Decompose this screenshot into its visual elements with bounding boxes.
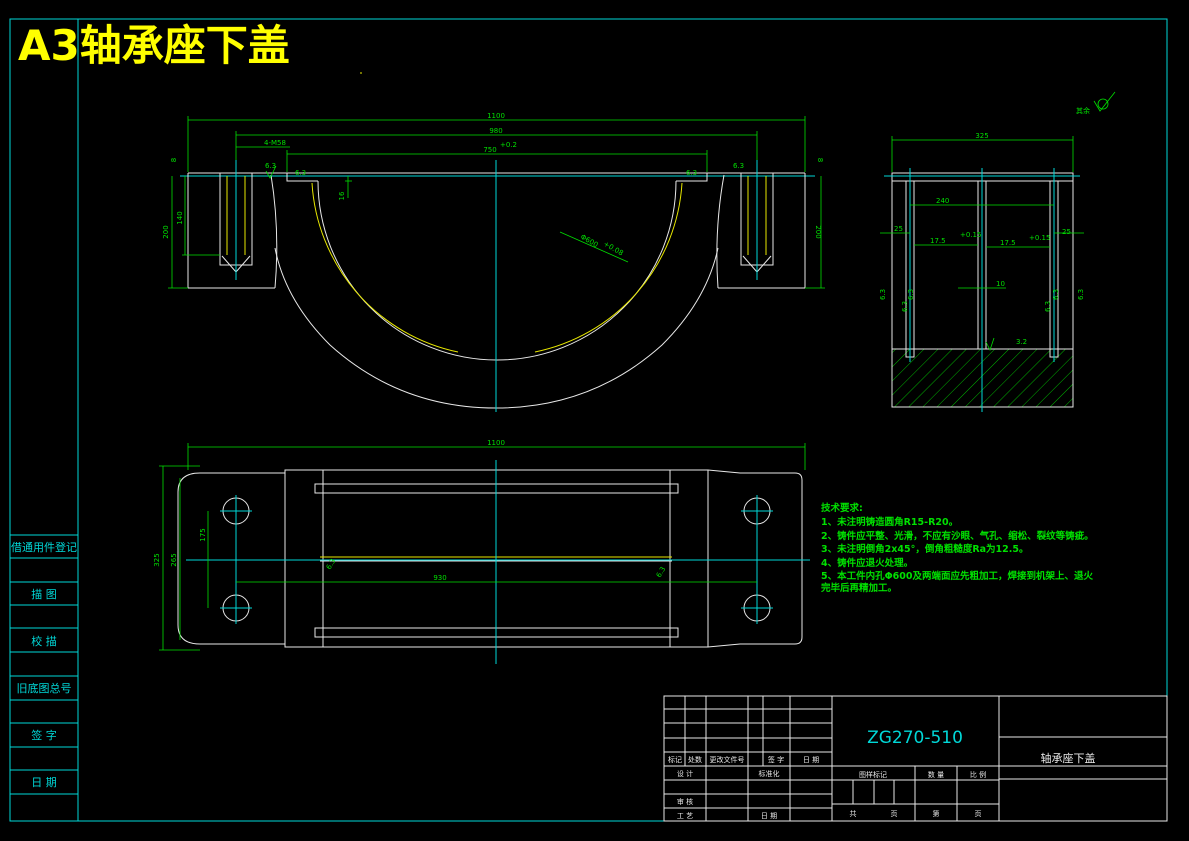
inner-border	[77, 18, 1168, 822]
svg-text:日 期: 日 期	[803, 756, 819, 764]
svg-text:处数: 处数	[688, 755, 702, 764]
svg-text:+0.15: +0.15	[960, 231, 981, 239]
svg-text:日 期: 日 期	[761, 812, 777, 820]
svg-text:17.5: 17.5	[1000, 239, 1016, 247]
svg-text:6.3: 6.3	[295, 169, 306, 177]
svg-text:25: 25	[1062, 228, 1071, 236]
side-label-old-no: 旧底图总号	[17, 681, 72, 695]
svg-text:页: 页	[975, 810, 982, 818]
plan-view: 1100 325 265 175 930 6.3 6.3	[153, 439, 810, 664]
svg-text:4-M58: 4-M58	[264, 139, 286, 147]
outer-border	[9, 18, 1168, 822]
svg-text:1100: 1100	[487, 439, 505, 447]
svg-text:6.3: 6.3	[1077, 289, 1085, 300]
svg-text:6.3: 6.3	[655, 565, 667, 579]
svg-text:工 艺: 工 艺	[677, 812, 693, 820]
svg-text:图样标记: 图样标记	[859, 770, 887, 779]
svg-text:1100: 1100	[487, 112, 505, 120]
svg-text:标准化: 标准化	[759, 769, 780, 778]
title-block: ZG270-510 轴承座下盖 标记 处数 更改文件号 签 字 日 期 设 计 …	[663, 695, 1168, 822]
front-view: 1100 980 750 +0.2 200 140 8 200 8 4-M58 …	[162, 112, 825, 412]
side-label-trace: 描 图	[31, 587, 57, 601]
svg-text:200: 200	[814, 225, 822, 238]
svg-text:+0.2: +0.2	[500, 141, 517, 149]
svg-text:140: 140	[176, 211, 184, 224]
svg-text:+0.08: +0.08	[602, 240, 625, 258]
svg-text:Φ600: Φ600	[579, 233, 599, 249]
svg-text:6.3: 6.3	[901, 301, 909, 312]
svg-text:6.3: 6.3	[733, 162, 744, 170]
svg-text:10: 10	[996, 280, 1005, 288]
svg-text:共: 共	[850, 809, 857, 818]
svg-text:6.3: 6.3	[325, 557, 337, 571]
svg-text:数 量: 数 量	[928, 770, 944, 779]
svg-text:签 字: 签 字	[768, 755, 784, 764]
roughness-symbol: 其余	[1076, 91, 1116, 115]
svg-text:25: 25	[894, 225, 903, 233]
part-code: ZG270-510	[867, 728, 963, 748]
svg-text:6.3: 6.3	[265, 162, 276, 170]
svg-text:16: 16	[338, 191, 346, 200]
svg-text:8: 8	[816, 158, 824, 162]
note-5: 5、本工件内孔Φ600及两端面应先粗加工，焊接到机架上、退火	[821, 570, 1094, 582]
svg-text:980: 980	[489, 127, 502, 135]
drawing-title: A3轴承座下盖	[18, 21, 290, 70]
svg-text:6.3: 6.3	[907, 289, 915, 300]
svg-text:+0.15: +0.15	[1029, 234, 1050, 242]
note-2: 2、铸件应平整、光滑，不应有沙眼、气孔、缩松、裂纹等铸疵。	[821, 530, 1094, 542]
svg-text:325: 325	[975, 132, 988, 140]
svg-text:第: 第	[933, 809, 940, 818]
note-4: 4、铸件应退火处理。	[821, 557, 913, 569]
svg-text:其余: 其余	[1076, 106, 1090, 115]
part-name: 轴承座下盖	[1041, 751, 1096, 765]
svg-text:17.5: 17.5	[930, 237, 946, 245]
side-view: 325 240 25 25 17.5 +0.15 17.5 +0.15 10 6…	[879, 132, 1085, 412]
svg-text:6.3: 6.3	[1044, 301, 1052, 312]
svg-text:设 计: 设 计	[677, 769, 693, 778]
side-register: 借通用件登记 描 图 校 描 旧底图总号 签 字 日 期	[10, 534, 78, 795]
svg-text:175: 175	[199, 528, 207, 541]
side-label-date: 日 期	[31, 776, 57, 789]
svg-text:审 核: 审 核	[677, 797, 693, 806]
svg-text:930: 930	[433, 574, 446, 582]
svg-text:比 例: 比 例	[970, 770, 986, 779]
side-label-register: 借通用件登记	[11, 540, 77, 554]
svg-text:6.3: 6.3	[1052, 289, 1060, 300]
svg-text:750: 750	[483, 146, 496, 154]
svg-text:200: 200	[162, 225, 170, 238]
svg-text:6.3: 6.3	[879, 289, 887, 300]
svg-text:325: 325	[153, 553, 161, 566]
svg-text:3.2: 3.2	[1016, 338, 1027, 346]
technical-notes: 技术要求: 1、未注明铸造圆角R15-R20。 2、铸件应平整、光滑，不应有沙眼…	[821, 502, 1094, 594]
side-label-sign: 签 字	[31, 728, 57, 742]
note-6: 完毕后再精加工。	[821, 582, 897, 594]
note-3: 3、未注明倒角2x45°，倒角粗糙度Ra为12.5。	[821, 543, 1028, 555]
notes-heading: 技术要求:	[821, 502, 863, 514]
side-label-check: 校 描	[31, 634, 57, 648]
svg-text:更改文件号: 更改文件号	[710, 755, 745, 764]
note-1: 1、未注明铸造圆角R15-R20。	[821, 516, 958, 528]
svg-text:6.3: 6.3	[686, 169, 697, 177]
svg-text:标记: 标记	[668, 755, 682, 764]
svg-text:8: 8	[170, 158, 178, 162]
svg-text:240: 240	[936, 197, 949, 205]
svg-text:页: 页	[891, 810, 898, 818]
svg-text:265: 265	[170, 553, 178, 566]
